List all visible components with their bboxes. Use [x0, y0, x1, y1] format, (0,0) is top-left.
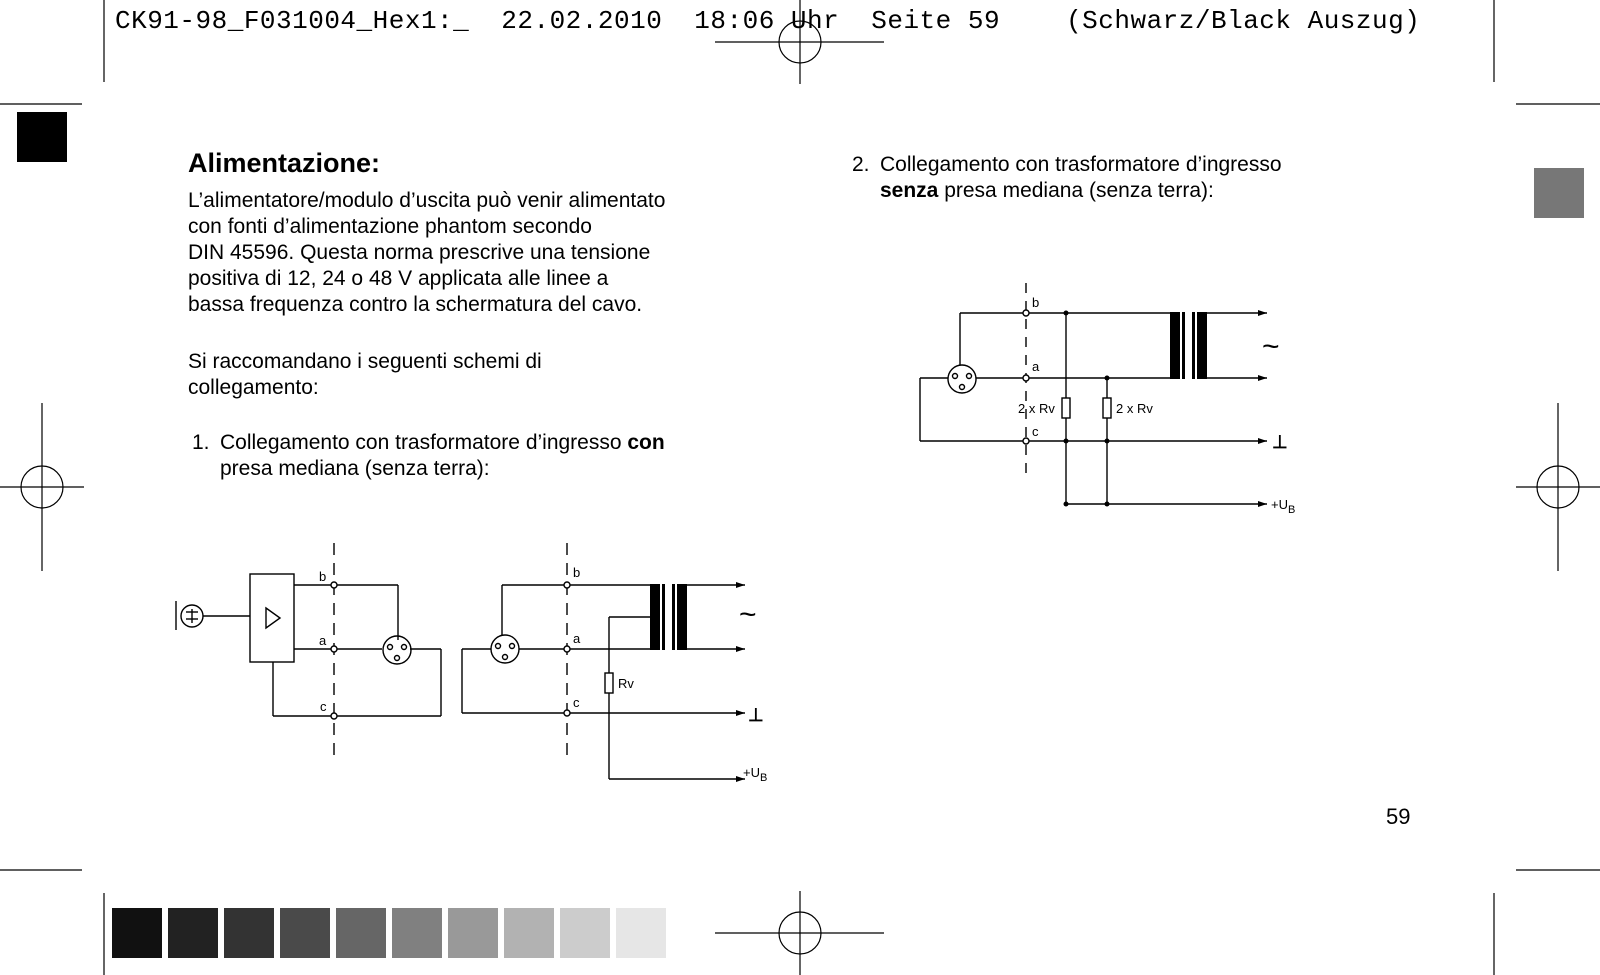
- microphone-icon: [175, 601, 250, 630]
- xlr-connector-icon: [947, 364, 977, 394]
- list-text-continued: senza presa mediana (senza terra):: [852, 178, 1282, 204]
- ac-symbol: ~: [1262, 330, 1280, 363]
- list-item-2: 2. Collegamento con trasformatore d’ingre…: [852, 152, 1282, 204]
- resistor-label: 2 x Rv: [1018, 401, 1055, 416]
- color-swatch: [224, 908, 274, 958]
- color-swatch: [336, 908, 386, 958]
- transformer-centre-tap: [650, 584, 687, 650]
- recommendation-line: Si raccomandano i seguenti schemi di: [188, 350, 542, 373]
- ground-symbol: ⊥: [748, 705, 764, 725]
- terminal-label-b: b: [573, 565, 580, 580]
- page-number: 59: [1386, 804, 1411, 829]
- slug-time: 18:06 Uhr: [694, 6, 840, 36]
- transformer-no-centre-tap: [1170, 312, 1207, 379]
- intro-paragraph: L’alimentatore/modulo d’uscita può venir…: [188, 188, 758, 318]
- supply-label: +UB: [743, 765, 767, 784]
- list-text: Collegamento con trasformatore d’ingress…: [220, 431, 628, 454]
- intro-line: con fonti d’alimentazione phantom second…: [188, 215, 592, 238]
- list-text: Collegamento con trasformatore d’ingress…: [880, 153, 1282, 176]
- resistor-label: Rv: [618, 676, 634, 691]
- thumb-tab-left: [17, 112, 67, 162]
- color-swatch: [560, 908, 610, 958]
- terminal-label-a: a: [1032, 359, 1040, 374]
- ac-symbol: ~: [739, 598, 757, 631]
- print-slug: CK91-98_F031004_Hex1:_ 22.02.2010 18:06 Uh…: [115, 6, 1452, 36]
- terminal-label-c: c: [1032, 424, 1039, 439]
- color-swatch: [112, 908, 162, 958]
- registration-mark-left: [0, 403, 84, 571]
- recommendation-paragraph: Si raccomandano i seguenti schemi di col…: [188, 349, 758, 401]
- list-item-1: 1. Collegamento con trasformatore d’ingre…: [192, 430, 665, 482]
- list-bold-word: senza: [880, 179, 939, 202]
- xlr-connector-icon: [382, 635, 412, 665]
- resistor-label: 2 x Rv: [1116, 401, 1153, 416]
- intro-line: L’alimentatore/modulo d’uscita può venir…: [188, 189, 666, 212]
- intro-line: bassa frequenza contro la schermatura de…: [188, 293, 643, 316]
- color-swatch: [504, 908, 554, 958]
- terminal-label-b: b: [1032, 295, 1039, 310]
- resistor-2rv: [1102, 397, 1112, 419]
- list-bold-word: con: [627, 431, 665, 454]
- registration-mark-bottom: [715, 891, 884, 975]
- intro-line: DIN 45596. Questa norma prescrive una te…: [188, 241, 651, 264]
- terminal-label-a: a: [319, 633, 327, 648]
- ground-symbol: ⊥: [1272, 432, 1288, 452]
- registration-mark-top: [715, 0, 884, 84]
- supply-label: +UB: [1271, 497, 1295, 516]
- terminal-label-c: c: [320, 699, 327, 714]
- color-swatch: [392, 908, 442, 958]
- thumb-tab-right: [1534, 168, 1584, 218]
- list-number: 1.: [192, 431, 210, 454]
- slug-job: CK91-98_F031004_Hex1:_: [115, 6, 470, 36]
- slug-page: Seite 59: [871, 6, 1001, 36]
- recommendation-line: collegamento:: [188, 376, 319, 399]
- terminal-label-c: c: [573, 695, 580, 710]
- section-title: Alimentazione:: [188, 148, 381, 178]
- color-swatch: [280, 908, 330, 958]
- list-text-rest: presa mediana (senza terra):: [938, 179, 1214, 202]
- slug-separation: (Schwarz/Black Auszug): [1066, 6, 1421, 36]
- intro-line: positiva di 12, 24 o 48 V applicata alle…: [188, 267, 609, 290]
- terminal-label-b: b: [319, 569, 326, 584]
- registration-mark-right: [1516, 403, 1600, 571]
- slug-date: 22.02.2010: [501, 6, 663, 36]
- amplifier-triangle-icon: [265, 606, 282, 630]
- terminal-label-a: a: [573, 631, 581, 646]
- color-swatch: [448, 908, 498, 958]
- color-swatch: [168, 908, 218, 958]
- resistor-2rv: [1061, 397, 1071, 419]
- list-number: 2.: [852, 153, 870, 176]
- color-swatch: [616, 908, 666, 958]
- list-text-continued: presa mediana (senza terra):: [220, 457, 490, 480]
- amplifier-block: [249, 573, 295, 663]
